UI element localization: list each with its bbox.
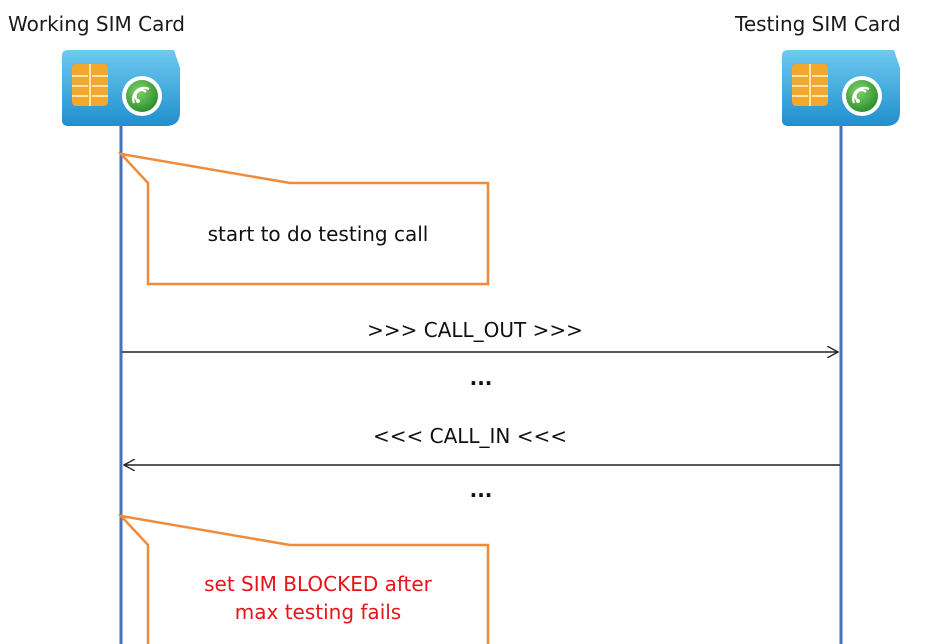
note-text-blocked: set SIM BLOCKED after max testing fails xyxy=(204,572,432,624)
message-label-call-out: >>> CALL_OUT >>> xyxy=(367,318,583,342)
participant-title-working: Working SIM Card xyxy=(8,12,185,36)
ellipsis-1: ... xyxy=(469,366,493,390)
note-callout-start xyxy=(117,152,490,286)
note-callout-blocked xyxy=(117,514,490,644)
message-label-call-in: <<< CALL_IN <<< xyxy=(372,424,568,448)
sim-card-icon xyxy=(782,50,912,126)
ellipsis-2: ... xyxy=(469,478,493,502)
sim-card-icon xyxy=(62,50,192,126)
participant-title-testing: Testing SIM Card xyxy=(735,12,901,36)
note-text-start: start to do testing call xyxy=(207,222,429,246)
